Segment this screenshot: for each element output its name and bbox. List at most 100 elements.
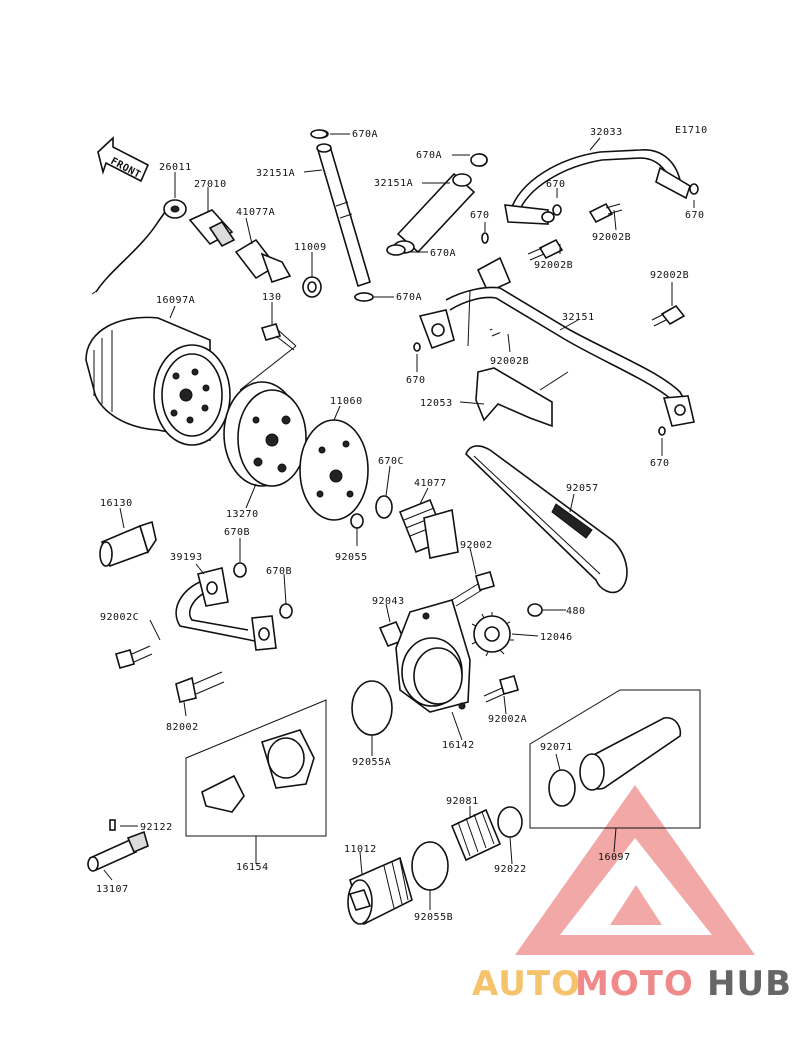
label-92002: 92002 — [460, 540, 493, 551]
label-92002A: 92002A — [488, 714, 527, 725]
part-92055A-ring — [351, 680, 393, 736]
part-92122-pin — [109, 819, 116, 831]
part-41077-fitting — [398, 498, 459, 559]
label-12046: 12046 — [540, 632, 573, 643]
part-12046-gear — [471, 612, 514, 657]
part-670A-ring-1 — [310, 129, 328, 139]
label-16097A: 16097A — [156, 295, 195, 306]
part-16154-box — [185, 699, 327, 837]
part-32033-pipe — [504, 149, 691, 225]
label-11060: 11060 — [330, 396, 363, 407]
label-13270: 13270 — [226, 509, 259, 520]
label-92055: 92055 — [335, 552, 368, 563]
leader-lines — [103, 133, 695, 910]
part-16097A-oil-filter — [85, 316, 231, 446]
label-32033: 32033 — [590, 127, 623, 138]
part-92022-washer — [497, 806, 523, 838]
label-16154: 16154 — [236, 862, 269, 873]
part-670A-ring-2 — [470, 153, 488, 167]
label-11012: 11012 — [344, 844, 377, 855]
label-670C: 670C — [378, 456, 404, 467]
part-11012-cap — [347, 856, 413, 926]
part-27010-switch — [188, 209, 236, 248]
part-32151A-pipe-long — [311, 129, 374, 302]
label-670-4: 670 — [406, 375, 426, 386]
part-670-ring-2 — [689, 183, 699, 195]
label-92002B-2: 92002B — [534, 260, 573, 271]
label-670-5: 670 — [650, 458, 670, 469]
part-480-ring — [527, 603, 543, 617]
label-13107: 13107 — [96, 884, 129, 895]
part-13270-cover — [223, 381, 307, 487]
label-92002B-3: 92002B — [650, 270, 689, 281]
label-92057: 92057 — [566, 483, 599, 494]
label-16130: 16130 — [100, 498, 133, 509]
part-92057-chain — [465, 445, 628, 594]
part-12053-bracket — [475, 367, 553, 428]
part-670A-ring-4 — [354, 292, 374, 302]
label-92081: 92081 — [446, 796, 479, 807]
label-32151: 32151 — [562, 312, 595, 323]
part-92081-spring — [450, 808, 502, 862]
label-39193: 39193 — [170, 552, 203, 563]
part-32151-pipe — [418, 256, 695, 427]
label-92055A: 92055A — [352, 757, 391, 768]
part-labels: 670A 670A 32151A 32151A 670A 670A 32033 … — [96, 127, 705, 923]
part-16097-box — [529, 689, 701, 829]
part-26011-dipstick — [91, 199, 187, 295]
part-39193-pipe — [175, 567, 277, 651]
label-92071: 92071 — [540, 742, 573, 753]
label-670A-2: 670A — [416, 150, 442, 161]
part-16130-fitting — [99, 520, 157, 568]
label-32151A-1: 32151A — [256, 168, 295, 179]
diagram-code: E1710 — [675, 125, 708, 136]
label-670-2: 670 — [685, 210, 705, 221]
label-92022: 92022 — [494, 864, 527, 875]
part-670B-ring-2 — [279, 603, 293, 619]
part-92055B-ring — [411, 841, 449, 891]
part-32151A-pipe-short — [393, 153, 488, 254]
label-27010: 27010 — [194, 179, 227, 190]
label-41077A: 41077A — [236, 207, 275, 218]
label-16097: 16097 — [598, 852, 631, 863]
part-670A-ring-3 — [386, 244, 406, 256]
front-arrow-icon: FRONT — [97, 136, 150, 183]
part-11009-washer — [302, 276, 322, 298]
watermark-logo — [515, 785, 755, 955]
part-92071-ring — [548, 769, 576, 807]
label-92002B-1: 92002B — [592, 232, 631, 243]
watermark-text-moto: MOTO — [575, 964, 694, 1004]
part-92002A-bolt — [483, 675, 519, 703]
part-92002C-bolt — [115, 645, 153, 669]
label-670A-3: 670A — [430, 248, 456, 259]
part-92002-bolt — [451, 571, 495, 607]
part-130-screw — [260, 323, 297, 351]
part-670-ring-3 — [481, 232, 489, 244]
part-670-ring-4 — [413, 342, 421, 352]
label-92002B-4: 92002B — [490, 356, 529, 367]
label-670-3: 670 — [470, 210, 490, 221]
label-92043: 92043 — [372, 596, 405, 607]
label-670B-1: 670B — [224, 527, 250, 538]
label-12053: 12053 — [420, 398, 453, 409]
part-670-ring-1 — [552, 204, 562, 216]
part-13107-shaft — [87, 830, 149, 872]
label-82002: 82002 — [166, 722, 199, 733]
label-670B-2: 670B — [266, 566, 292, 577]
label-130: 130 — [262, 292, 282, 303]
label-11009: 11009 — [294, 242, 327, 253]
label-480: 480 — [566, 606, 586, 617]
label-670-1: 670 — [546, 179, 566, 190]
label-16142: 16142 — [442, 740, 475, 751]
label-26011: 26011 — [159, 162, 192, 173]
part-92055-ring — [350, 513, 364, 529]
watermark-text-auto: AUTO — [472, 964, 581, 1004]
label-92002C: 92002C — [100, 612, 139, 623]
part-41077A-fitting — [234, 238, 292, 284]
part-82002-bolt — [175, 671, 225, 703]
part-670C-ring — [375, 495, 393, 519]
part-670-ring-5 — [658, 426, 666, 436]
label-92122: 92122 — [140, 822, 173, 833]
part-16142-housing — [395, 599, 471, 713]
